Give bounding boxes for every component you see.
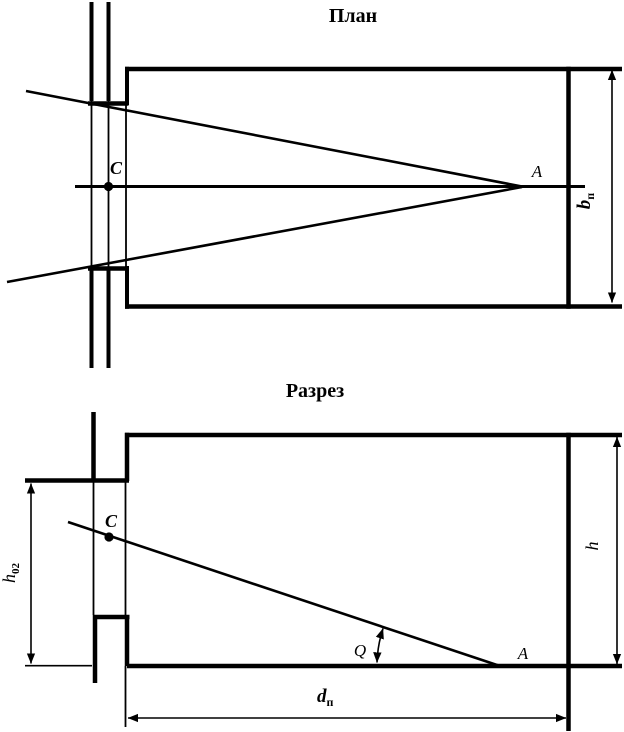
plan-lower-ray bbox=[6, 185, 523, 284]
section-title: Разрез bbox=[286, 380, 344, 402]
section-dimension-h02-label: h02 bbox=[0, 563, 22, 584]
plan-dimension-b-label: bп bbox=[574, 193, 597, 210]
section-point-c-label: C bbox=[105, 511, 118, 531]
section-point-a-label: A bbox=[517, 644, 529, 663]
plan-view: План C bbox=[6, 2, 622, 368]
plan-point-c-label: C bbox=[110, 158, 123, 178]
section-dimension-d: dп bbox=[124, 666, 567, 727]
section-view: Разрез C A Q bbox=[0, 380, 622, 731]
plan-rays bbox=[6, 89, 523, 284]
section-dimension-h-label: h bbox=[582, 542, 602, 551]
plan-wall bbox=[88, 2, 129, 368]
section-ray bbox=[67, 520, 501, 668]
section-dimension-d-label: dп bbox=[317, 686, 334, 709]
section-dimension-h: h bbox=[582, 436, 622, 665]
plan-point-a-label: A bbox=[531, 162, 543, 181]
plan-point-c-dot bbox=[103, 181, 114, 192]
section-point-c-dot bbox=[104, 532, 114, 542]
section-dimension-h02: h02 bbox=[0, 483, 92, 667]
section-wall bbox=[25, 412, 130, 683]
plan-dimension-b: bп bbox=[574, 69, 617, 303]
section-angle-q-label: Q bbox=[354, 641, 366, 660]
plan-upper-ray bbox=[25, 89, 523, 188]
section-angle-q: Q bbox=[354, 628, 384, 663]
plan-title: План bbox=[329, 5, 377, 27]
section-room-outline bbox=[124, 432, 622, 731]
section-angle-arc bbox=[373, 628, 384, 663]
